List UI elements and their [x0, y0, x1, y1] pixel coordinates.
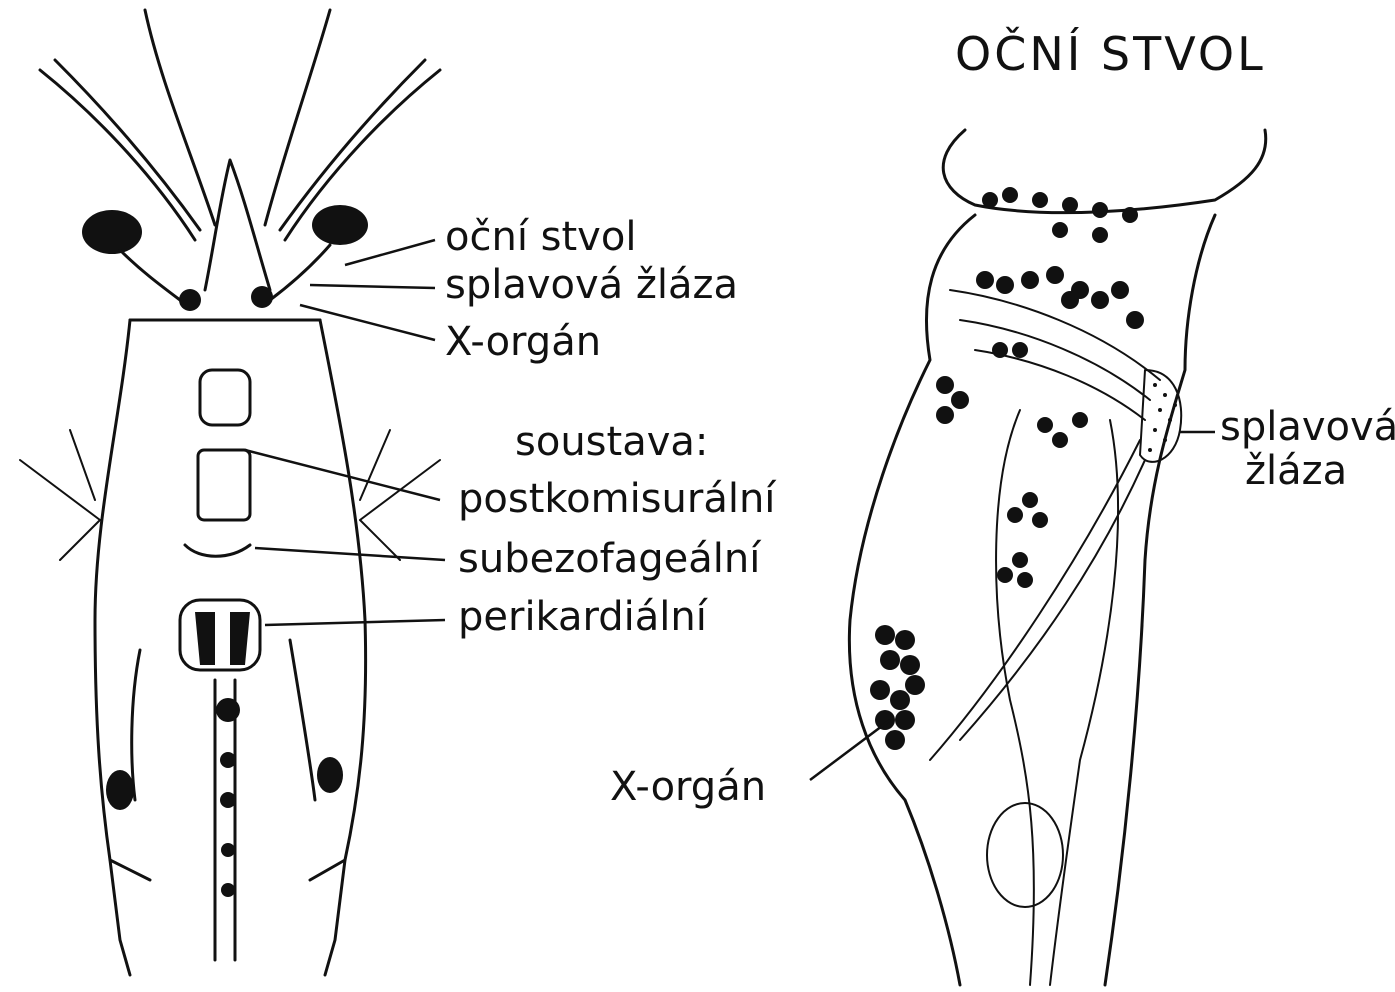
label-x-organ-right: X-orgán	[610, 764, 766, 810]
right-eye	[312, 205, 368, 245]
right-panel-title: OČNÍ STVOL	[955, 26, 1266, 81]
label-x-organ-left: X-orgán	[445, 319, 601, 365]
label-soustava: soustava:	[515, 419, 708, 465]
label-splavova-right-line2: žláza	[1245, 448, 1347, 494]
label-splavova-right-line1: splavová	[1220, 404, 1395, 450]
label-ocni-stvol: oční stvol	[445, 214, 636, 260]
eyestalk-drawing	[849, 130, 1265, 985]
label-perikardialni: perikardiální	[458, 594, 709, 640]
label-postkomisuralni: postkomisurální	[458, 476, 777, 522]
label-subezofagealni: subezofageální	[458, 536, 762, 582]
crayfish-drawing	[20, 10, 440, 975]
left-eye	[82, 210, 142, 254]
label-splavova-zlaza: splavová žláza	[445, 262, 738, 308]
